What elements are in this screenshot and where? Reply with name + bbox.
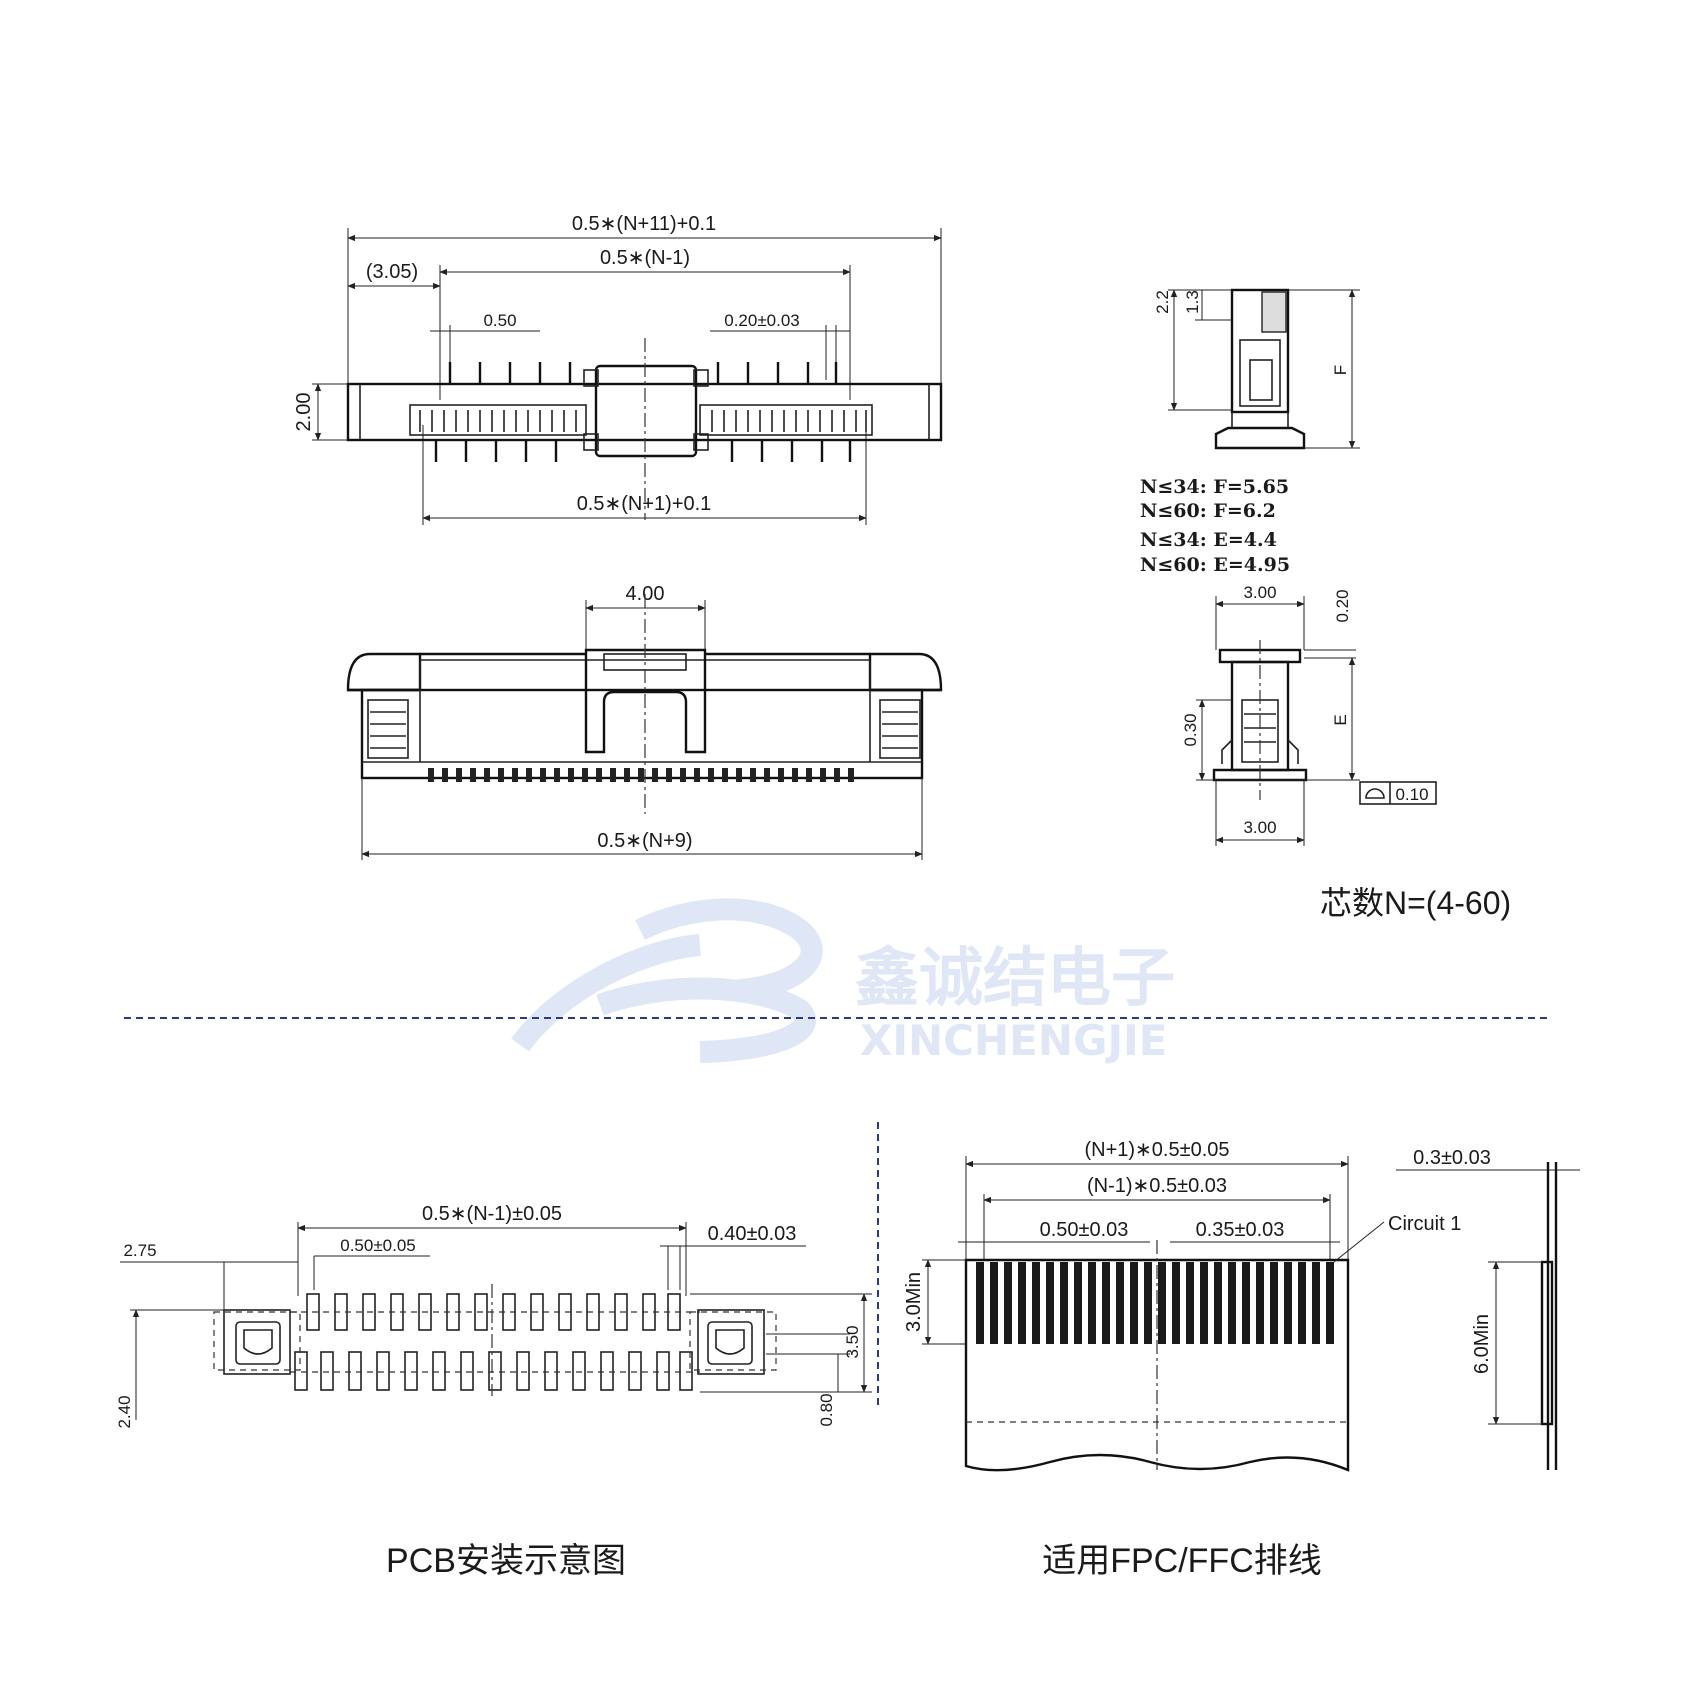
pcb-span-dim: 0.5∗(N-1)±0.05: [422, 1203, 562, 1225]
pcb-pitch-dim: 0.50±0.05: [340, 1236, 416, 1255]
front-bottom-pins: [434, 440, 852, 462]
pcb-dim-2-40: 2.40: [115, 1395, 134, 1428]
circuit-1-label: Circuit 1: [1388, 1213, 1461, 1235]
flatness-value: 0.10: [1395, 785, 1428, 804]
height-dim: 2.00: [293, 393, 315, 432]
top-view: 4.00: [346, 583, 943, 860]
fpc-ribbon: [964, 1258, 1350, 1472]
width-top-dim: 3.00: [1243, 583, 1276, 602]
dim-2-2: 2.2: [1153, 290, 1172, 314]
watermark-chinese: 鑫诚结电子: [855, 942, 1175, 1016]
fpc-span-dim: (N-1)∗0.5±0.03: [1087, 1175, 1227, 1197]
pcb-dim-3-50: 3.50: [843, 1325, 862, 1358]
flatness-symbol-icon: [1365, 788, 1385, 799]
pitch-dim: 0.50: [483, 311, 516, 330]
note-e-60: N≤60: E=4.95: [1140, 554, 1290, 576]
watermark-latin: XINCHENGJIE: [860, 1016, 1167, 1065]
fpc-overall-dim: (N+1)∗0.5±0.05: [1084, 1139, 1229, 1161]
note-e-34: N≤34: E=4.4: [1140, 529, 1277, 551]
pcb-dim-0-80: 0.80: [817, 1393, 836, 1426]
fpc-ffc: (N+1)∗0.5±0.05 (N-1)∗0.5±0.03 0.50±0.03 …: [903, 1139, 1580, 1580]
pcb-mount-pad-left: [213, 1309, 301, 1375]
pin-width-dim: 0.20±0.03: [724, 311, 800, 330]
body-width-dim: 0.5∗(N+9): [597, 830, 692, 852]
pcb-pads-bottom: [294, 1351, 693, 1391]
side-view-notes: N≤34: F=5.65 N≤60: F=6.2 N≤34: E=4.4 N≤6…: [1140, 476, 1290, 576]
dim-f: F: [1331, 365, 1350, 375]
fpc-caption: 适用FPC/FFC排线: [1042, 1542, 1322, 1580]
pcb-mount-pad-right: [689, 1309, 777, 1375]
side-view-lower: 3.00 0.20 E 0.30 0.10 3.00: [1181, 583, 1437, 846]
watermark: 鑫诚结电子 XINCHENGJIE: [511, 898, 1175, 1065]
fpc-thickness-dim: 0.3±0.03: [1413, 1147, 1491, 1169]
watermark-logo-icon: [511, 898, 823, 1063]
pcb-caption: PCB安装示意图: [386, 1542, 626, 1580]
front-inner-contacts: [419, 410, 867, 432]
pcb-dim-2-75: 2.75: [123, 1241, 156, 1260]
fpc-pitch-dim: 0.50±0.03: [1040, 1219, 1129, 1241]
flatness-callout: 0.10: [1359, 781, 1437, 805]
note-f-34: N≤34: F=5.65: [1140, 476, 1289, 498]
width-bottom-dim: 3.00: [1243, 818, 1276, 837]
pitch-span-dim: 0.5∗(N-1): [600, 247, 690, 269]
footprint-width-dim: 0.5∗(N+1)+0.1: [577, 493, 712, 515]
dim-e: E: [1331, 714, 1350, 725]
front-view: 0.5∗(N+11)+0.1 (3.05) 0.5∗(N-1) 0.50 0.2…: [293, 213, 943, 525]
front-top-pins-right: [716, 362, 838, 384]
dim-1-3: 1.3: [1183, 290, 1202, 314]
side-view-upper: 2.2 1.3 F: [1153, 288, 1360, 450]
pcb-layout: 0.5∗(N-1)±0.05 0.50±0.05 0.40±0.03 2.75: [115, 1203, 872, 1580]
dim-0-30: 0.30: [1181, 713, 1200, 746]
pcb-pad-width-dim: 0.40±0.03: [708, 1223, 797, 1245]
offset-dim: (3.05): [366, 261, 418, 283]
pin-count-label: 芯数N=(4-60): [1320, 885, 1511, 921]
overall-width-dim: 0.5∗(N+11)+0.1: [572, 213, 716, 235]
dim-0-20: 0.20: [1333, 589, 1352, 622]
fpc-contact-length-dim: 3.0Min: [903, 1272, 925, 1332]
top-view-contacts: [428, 768, 854, 782]
fpc-stiffener-length-dim: 6.0Min: [1471, 1314, 1493, 1374]
top-view-ribs: [367, 699, 921, 759]
front-top-pins-left: [448, 362, 572, 384]
note-f-60: N≤60: F=6.2: [1140, 500, 1276, 522]
fpc-conductors: [976, 1262, 1334, 1344]
fpc-conductor-width-dim: 0.35±0.03: [1196, 1219, 1285, 1241]
